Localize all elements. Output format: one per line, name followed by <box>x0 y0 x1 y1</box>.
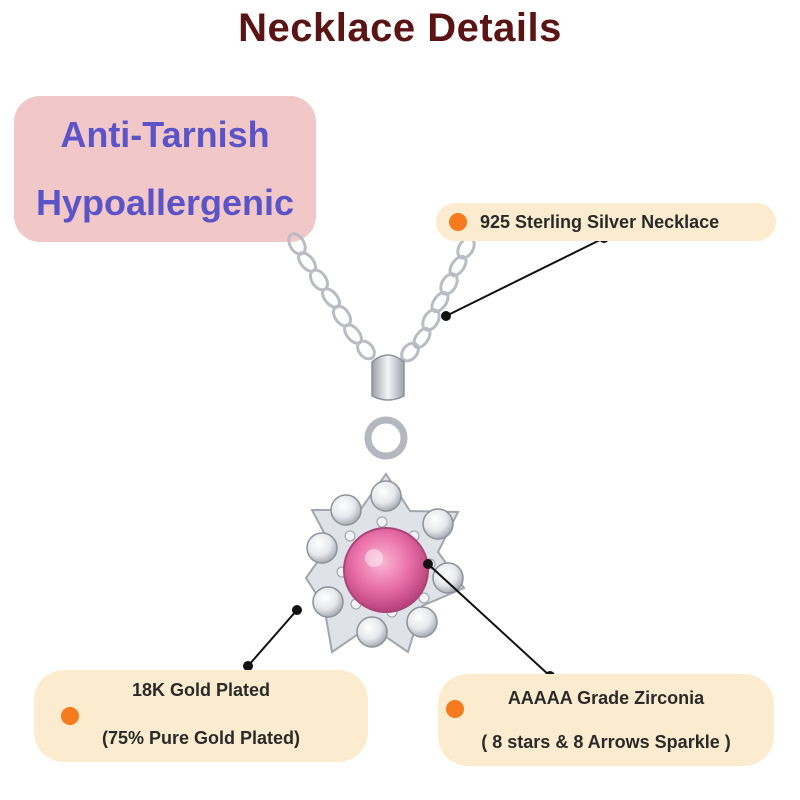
bullet-icon <box>449 213 467 231</box>
pendant <box>304 472 466 654</box>
center-stone <box>343 527 429 613</box>
callout-stone-detail: ( 8 stars & 8 Arrows Sparkle ) <box>481 732 731 752</box>
feature-badge: Anti-Tarnish Hypoallergenic <box>14 96 316 242</box>
bullet-icon <box>446 700 464 718</box>
badge-line-anti-tarnish: Anti-Tarnish <box>60 114 270 155</box>
chain-right <box>400 236 476 363</box>
callout-stone: AAAAA Grade Zirconia ( 8 stars & 8 Arrow… <box>438 674 774 766</box>
page-title: Necklace Details <box>238 6 562 50</box>
callout-chain-text: 925 Sterling Silver Necklace <box>480 212 720 232</box>
callout-plating: 18K Gold Plated (75% Pure Gold Plated) <box>34 670 368 762</box>
badge-line-hypoallergenic: Hypoallergenic <box>35 182 295 223</box>
callout-stone-title: AAAAA Grade Zirconia <box>507 688 705 708</box>
side-stones <box>306 480 464 648</box>
bullet-icon <box>61 707 79 725</box>
chain-left <box>287 232 376 361</box>
bail <box>371 354 405 401</box>
callout-plating-title: 18K Gold Plated <box>131 680 271 700</box>
jump-ring <box>364 416 408 460</box>
callout-chain: 925 Sterling Silver Necklace <box>436 203 776 241</box>
callout-plating-detail: (75% Pure Gold Plated) <box>101 728 301 748</box>
